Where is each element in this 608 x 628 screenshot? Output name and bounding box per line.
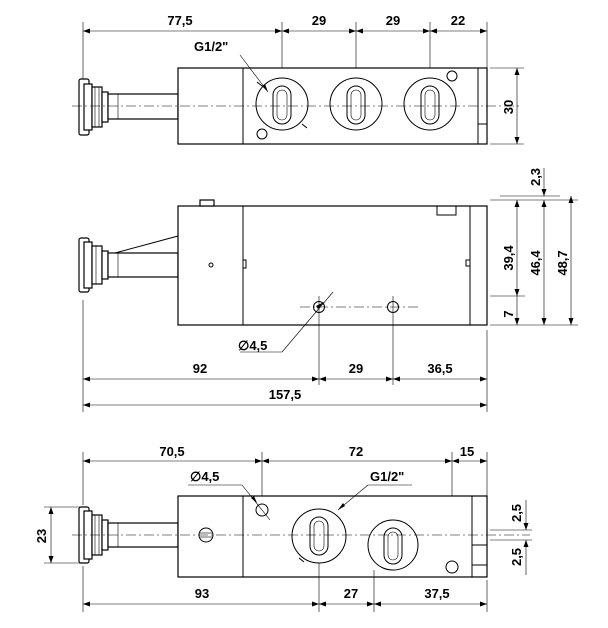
side-pin-hole [208, 262, 214, 268]
dim-height-39-4: 39,4 [501, 245, 516, 271]
dim-body-height: 30 [501, 100, 516, 114]
label-bottom-port-thread: G1/2" [370, 469, 404, 484]
mounting-hole-top-left [256, 128, 268, 140]
bottom-mount-hole-right [445, 560, 459, 574]
dim-side-x-36-5: 36,5 [427, 361, 452, 376]
dim-height-46-4: 46,4 [528, 250, 543, 276]
top-view: 77,5 29 29 22 [72, 13, 524, 145]
dim-port-pitch-2: 29 [386, 13, 400, 28]
port-2 [329, 77, 383, 131]
side-solenoid-tube [107, 252, 179, 278]
dim-end-offset: 22 [451, 13, 465, 28]
bottom-mount-hole-left [255, 503, 269, 517]
port-1 [255, 77, 309, 131]
dim-height-7: 7 [501, 310, 516, 317]
dim-side-x-29: 29 [349, 361, 363, 376]
side-nub [199, 199, 215, 207]
dim-bottom-offset-1: 2,5 [509, 504, 524, 522]
side-coil-washer [101, 250, 109, 280]
side-coil-flange [83, 241, 93, 289]
dim-port-span: 72 [349, 444, 363, 459]
dim-total-length: 157,5 [269, 387, 302, 402]
label-side-hole-dia: ∅4,5 [238, 338, 267, 353]
mounting-hole-top-right [446, 70, 458, 82]
valve-body-bottom [177, 495, 488, 578]
coil-nut [91, 86, 103, 128]
dim-bottom-offset-2: 2,5 [509, 548, 524, 566]
port-3 [403, 77, 457, 131]
dim-bottom-x-37-5: 37,5 [424, 586, 449, 601]
label-port-thread: G1/2" [194, 39, 228, 54]
dim-hole-x: 70,5 [159, 444, 184, 459]
bottom-port-2 [367, 519, 419, 571]
dim-bottom-x-93: 93 [195, 586, 209, 601]
dim-side-x-92: 92 [193, 361, 207, 376]
dim-offset: 2,3 [528, 168, 543, 186]
solenoid-tube [107, 93, 179, 120]
dim-solenoid-length: 77,5 [167, 13, 192, 28]
coil-flange [83, 83, 93, 131]
dim-height-48-7: 48,7 [555, 250, 570, 275]
dim-bottom-width: 23 [34, 529, 49, 543]
side-coil-nut [91, 245, 103, 285]
label-bottom-hole-dia: ∅4,5 [190, 469, 219, 484]
side-view: 2,3 ∅4,5 39, [78, 168, 578, 412]
bottom-view: 70,5 72 15 [34, 444, 532, 612]
coil-washer [101, 91, 109, 123]
dim-port-pitch-1: 29 [312, 13, 326, 28]
valve-body-side [177, 205, 488, 326]
dim-bottom-x-27: 27 [344, 586, 358, 601]
dim-bottom-end: 15 [460, 444, 474, 459]
